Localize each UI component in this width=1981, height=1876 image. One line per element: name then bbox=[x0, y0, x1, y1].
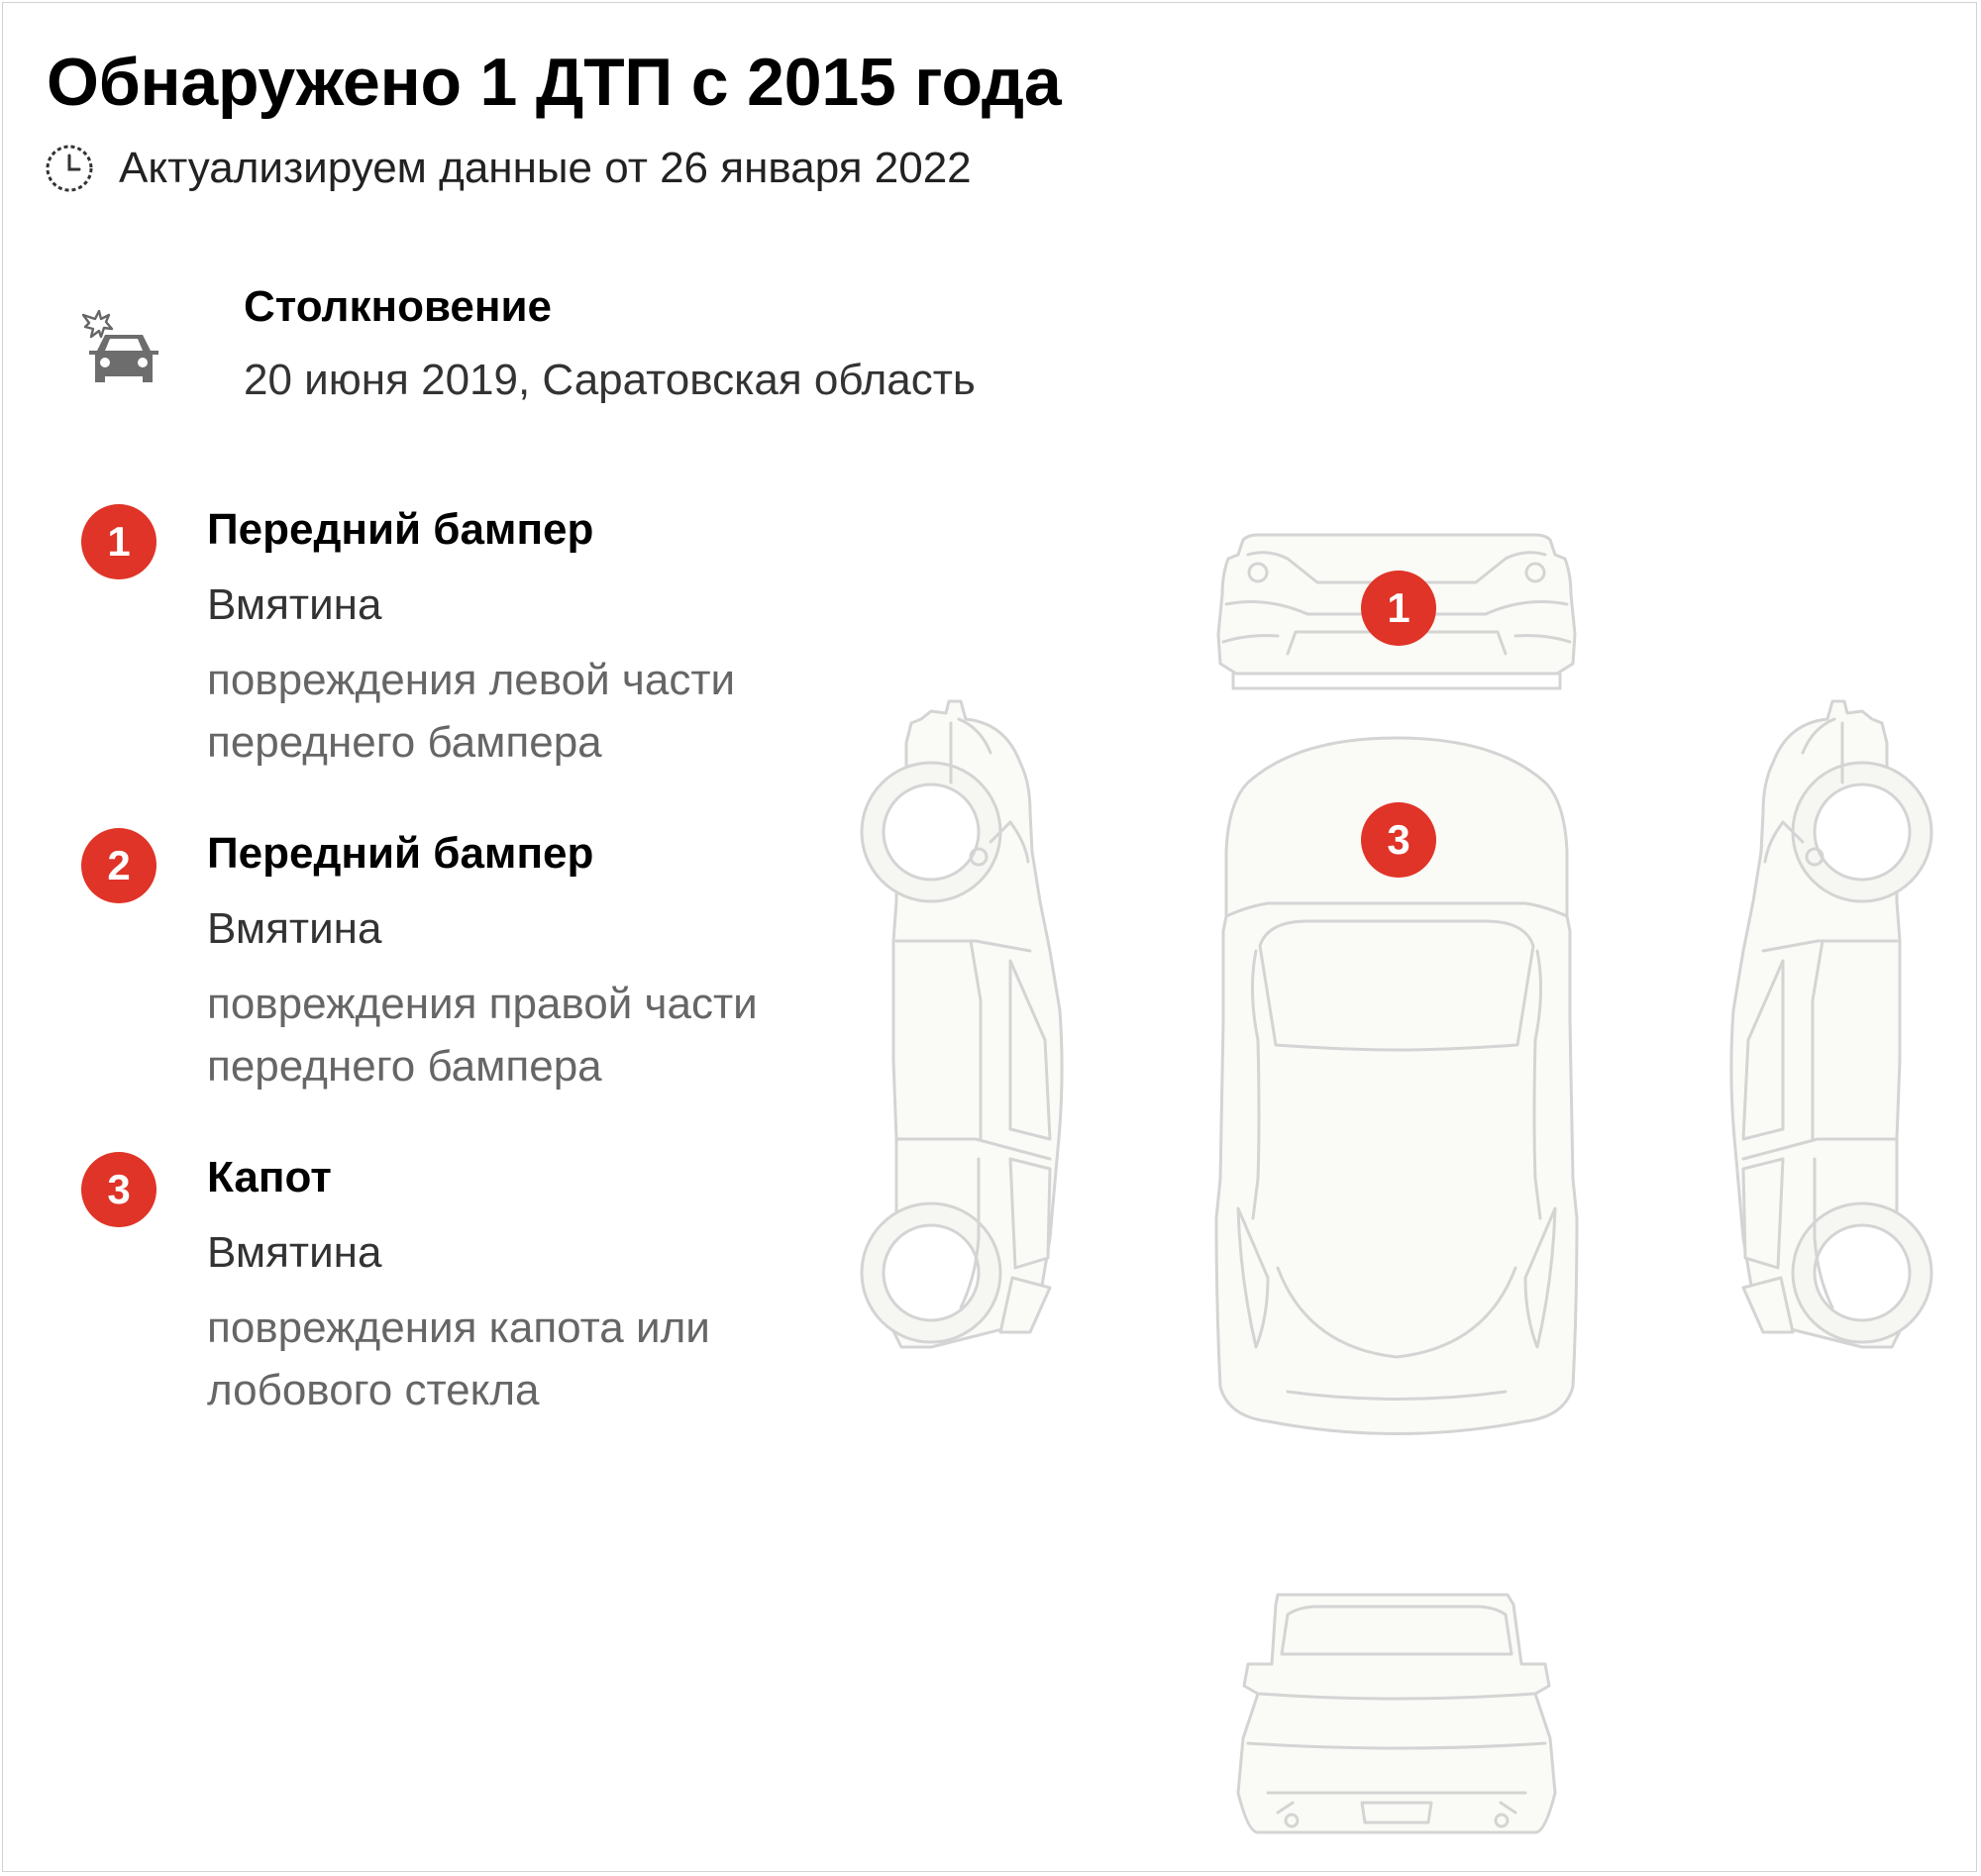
accident-date-place: 20 июня 2019, Саратовская область bbox=[244, 356, 976, 404]
damage-part: Капот bbox=[207, 1153, 332, 1201]
update-date: Актуализируем данные от 26 января 2022 bbox=[119, 144, 972, 192]
car-damage-diagram: 1 3 bbox=[852, 525, 1941, 1842]
damage-marker-1[interactable]: 1 bbox=[1361, 571, 1436, 646]
damage-description: повреждения левой части переднего бампер… bbox=[207, 656, 736, 767]
damage-number-badge: 1 bbox=[81, 504, 156, 579]
car-right-side-view bbox=[1729, 699, 1933, 1349]
page-title: Обнаружено 1 ДТП с 2015 года bbox=[47, 45, 1062, 120]
damage-kind: Вмятина bbox=[207, 1228, 382, 1277]
car-top-view bbox=[1214, 736, 1579, 1435]
car-outline-diagram bbox=[860, 533, 1933, 1834]
clock-icon bbox=[46, 145, 93, 192]
damage-description: повреждения правой части переднего бампе… bbox=[207, 980, 758, 1091]
damage-description: повреждения капота или лобового стекла bbox=[207, 1303, 710, 1414]
damage-kind: Вмятина bbox=[207, 580, 382, 629]
damage-marker-3[interactable]: 3 bbox=[1361, 802, 1436, 878]
car-left-side-view bbox=[860, 699, 1064, 1349]
damage-number-badge: 3 bbox=[81, 1152, 156, 1227]
damage-part: Передний бампер bbox=[207, 829, 594, 878]
damage-number-badge: 2 bbox=[81, 828, 156, 903]
accident-type: Столкновение bbox=[244, 282, 552, 331]
car-rear-view bbox=[1236, 1593, 1557, 1834]
update-info: Актуализируем данные от 26 января 2022 bbox=[44, 139, 972, 198]
car-crash-icon bbox=[81, 309, 158, 382]
damage-kind: Вмятина bbox=[207, 904, 382, 953]
damage-part: Передний бампер bbox=[207, 505, 594, 554]
